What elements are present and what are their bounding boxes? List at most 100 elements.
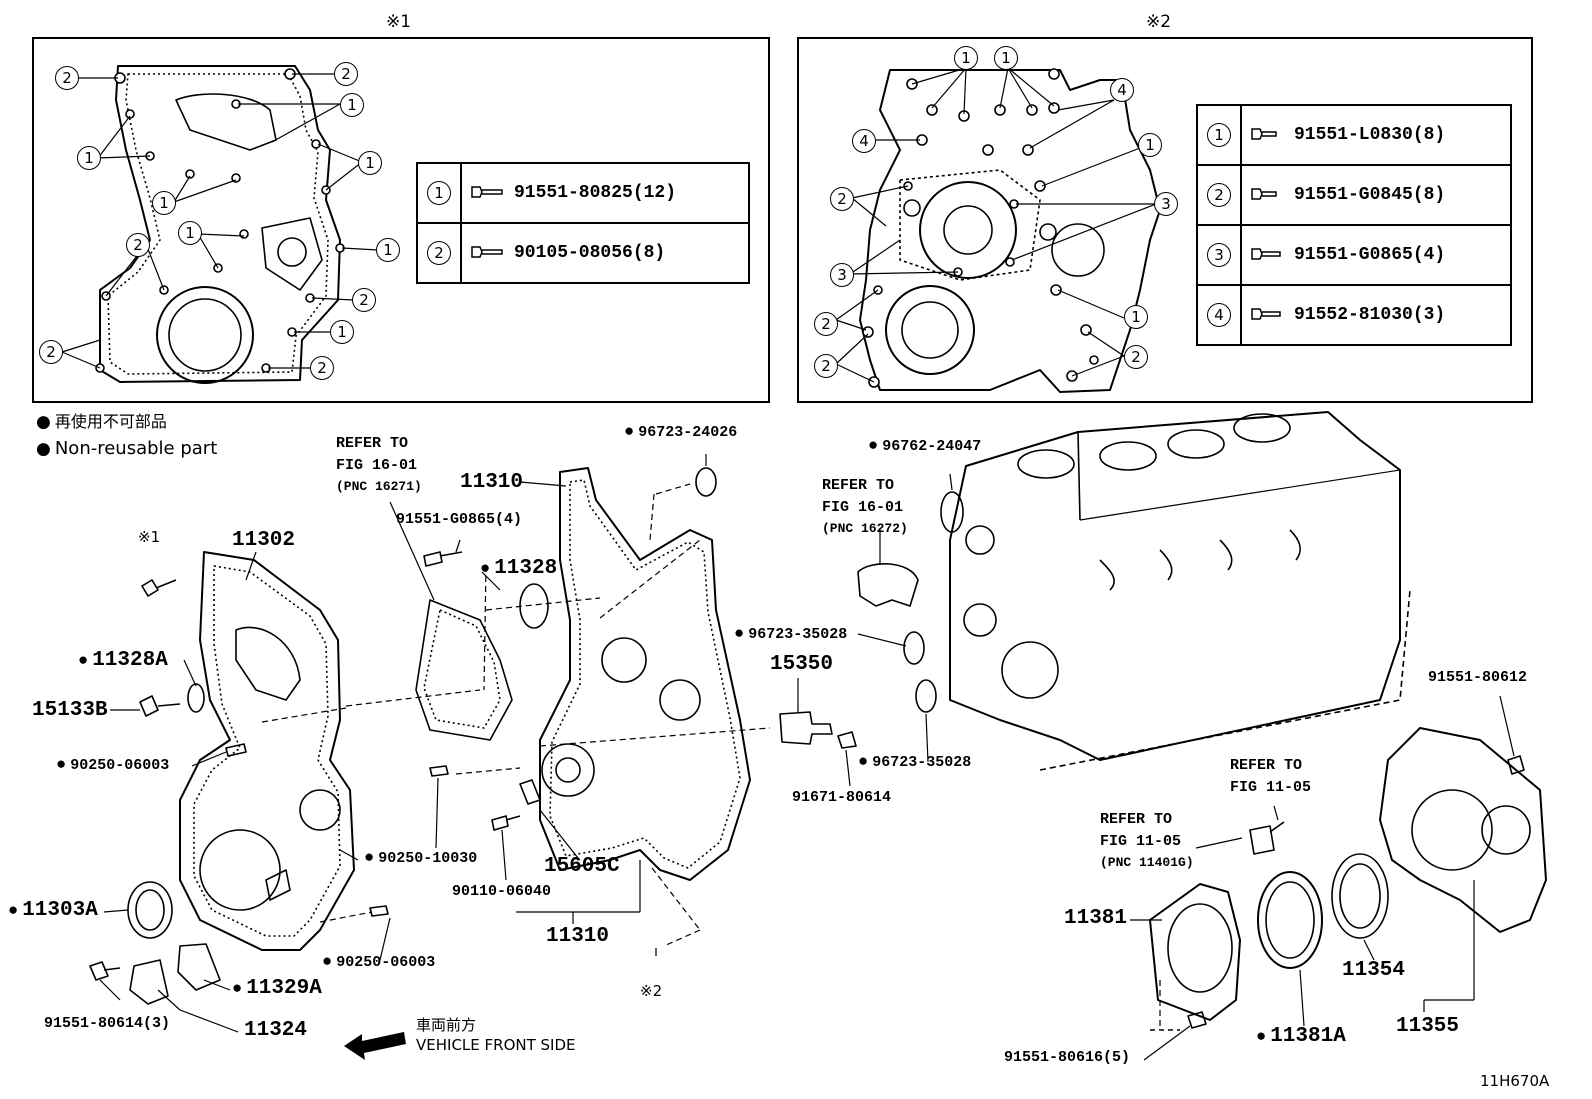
part-90110-06040-label: 90110-06040 xyxy=(452,883,552,900)
callout-1: 1 xyxy=(340,93,364,117)
inset-2-frame xyxy=(797,37,1533,403)
refer-fig-16-01-b-line3: (PNC 16272) xyxy=(822,521,908,536)
callout-4: 4 xyxy=(852,129,876,153)
callout-1: 1 xyxy=(358,151,382,175)
part-15133b-label: 15133B xyxy=(32,699,108,722)
part-11381a-label: 11381A xyxy=(1256,1026,1346,1047)
part-96723-35028-b-label: 96723-35028 xyxy=(858,754,971,771)
part-91551-80612-label: 91551-80612 xyxy=(1428,669,1528,686)
callout-3: 3 xyxy=(1154,192,1178,216)
part-91551-80616-label: 91551-80616(5) xyxy=(1004,1049,1131,1066)
callout-number: 3 xyxy=(1207,243,1231,267)
non-reusable-note-en: Non-reusable part xyxy=(36,440,217,458)
refer-fig-11-05-b-line2: FIG 11-05 xyxy=(1100,833,1182,850)
part-96723-35028-a-label: 96723-35028 xyxy=(734,626,847,643)
legend-row: 2 90105-08056(8) xyxy=(416,222,750,284)
refer-fig-11-05-a-line2: FIG 11-05 xyxy=(1230,779,1312,796)
part-11329a-label: 11329A xyxy=(232,978,322,999)
part-11303a-label: 11303A xyxy=(8,900,98,921)
callout-2: 2 xyxy=(334,62,358,86)
rear-plate-drawing xyxy=(1149,727,1547,1031)
callout-2: 2 xyxy=(39,340,63,364)
bolt-icon xyxy=(1251,188,1277,200)
callout-1: 1 xyxy=(376,238,400,262)
refer-fig-16-01-a-line3: (PNC 16271) xyxy=(336,479,422,494)
callout-1: 1 xyxy=(178,221,202,245)
callout-2: 2 xyxy=(814,354,838,378)
bolt-icon xyxy=(471,186,503,198)
refer-fig-16-01-a-line2: FIG 16-01 xyxy=(336,457,418,474)
cylinder-block-drawing xyxy=(949,411,1411,771)
orings-middle xyxy=(695,467,964,749)
refer-fig-11-05-b-line3: (PNC 11401G) xyxy=(1100,855,1194,870)
refer-fig-16-01-b-line2: FIG 16-01 xyxy=(822,499,904,516)
callout-2: 2 xyxy=(1124,345,1148,369)
callout-number: 1 xyxy=(427,181,451,205)
mark-1-label: ※1 xyxy=(138,528,161,546)
refer-fig-11-05-b-line1: REFER TO xyxy=(1100,811,1173,828)
part-91671-80614-label: 91671-80614 xyxy=(792,789,892,806)
callout-1: 1 xyxy=(1124,305,1148,329)
non-reusable-note-jp: 再使用不可部品 xyxy=(36,414,167,431)
bolt-icon xyxy=(1251,308,1281,320)
timing-cover-11310-drawing xyxy=(491,467,751,881)
callout-1: 1 xyxy=(77,146,101,170)
callout-4: 4 xyxy=(1110,78,1134,102)
small-parts-left xyxy=(89,579,389,1005)
part-11302-label: 11302 xyxy=(232,529,296,552)
legend-row: 1 91551-80825(12) xyxy=(416,162,750,224)
callout-2: 2 xyxy=(352,288,376,312)
part-number: 91551-80825(12) xyxy=(514,183,677,203)
vehicle-front-en: VEHICLE FRONT SIDE xyxy=(416,1036,576,1054)
part-11354-label: 11354 xyxy=(1342,959,1406,982)
inset-1-mark: ※1 xyxy=(386,12,412,32)
callout-3: 3 xyxy=(830,263,854,287)
figure-code: 11H670A xyxy=(1480,1072,1550,1090)
part-90250-06003-a-label: 90250-06003 xyxy=(56,757,169,774)
callout-number: 2 xyxy=(1207,183,1231,207)
callout-number: 2 xyxy=(427,241,451,265)
part-11310-bottom-label: 11310 xyxy=(546,925,610,948)
part-91551-g0865-label: 91551-G0865(4) xyxy=(396,511,523,528)
inset-2-legend: 1 91551-L0830(8) 2 91551-G0845(8) 3 9155… xyxy=(1196,104,1512,346)
bolt-icon xyxy=(471,246,503,258)
part-90250-10030-label: 90250-10030 xyxy=(364,850,477,867)
refer-fig-16-01-a-line1: REFER TO xyxy=(336,435,409,452)
part-11324-label: 11324 xyxy=(244,1019,308,1042)
part-15605c-label: 15605C xyxy=(544,855,620,878)
legend-row: 4 91552-81030(3) xyxy=(1196,284,1512,346)
callout-2: 2 xyxy=(830,187,854,211)
callout-1: 1 xyxy=(330,320,354,344)
mark-2-label: ※2 xyxy=(640,982,663,1000)
callout-2: 2 xyxy=(310,356,334,380)
legend-row: 3 91551-G0865(4) xyxy=(1196,224,1512,286)
part-11355-label: 11355 xyxy=(1396,1015,1460,1038)
front-arrow-icon xyxy=(344,1032,406,1060)
callout-1: 1 xyxy=(1138,133,1162,157)
inset1-leaders xyxy=(61,73,379,369)
part-15350-label: 15350 xyxy=(770,653,834,676)
inset-2-mark: ※2 xyxy=(1146,12,1172,32)
main-leaders xyxy=(99,454,1515,1061)
part-11328a-label: 11328A xyxy=(78,650,168,671)
callout-number: 1 xyxy=(1207,123,1231,147)
callout-1: 1 xyxy=(954,46,978,70)
callout-2: 2 xyxy=(814,312,838,336)
part-91551-80614-label: 91551-80614(3) xyxy=(44,1015,171,1032)
callout-2: 2 xyxy=(55,66,79,90)
part-11310-top-label: 11310 xyxy=(460,471,524,494)
part-number: 90105-08056(8) xyxy=(514,243,666,263)
inset1-cover-drawing xyxy=(99,65,341,384)
bolt-icon xyxy=(1251,128,1277,140)
refer-fig-16-01-b-line1: REFER TO xyxy=(822,477,895,494)
dashed-alignment xyxy=(261,483,1161,1030)
front-cover-11302-drawing xyxy=(179,551,355,951)
inset1-bolt-holes xyxy=(95,68,345,373)
refer-fig-11-05-a-line1: REFER TO xyxy=(1230,757,1303,774)
part-number: 91551-L0830(8) xyxy=(1294,125,1446,145)
inset-1-frame xyxy=(32,37,770,403)
inset2-leaders xyxy=(835,67,1157,383)
part-number: 91551-G0845(8) xyxy=(1294,185,1446,205)
part-11328-label: 11328 xyxy=(480,558,557,579)
